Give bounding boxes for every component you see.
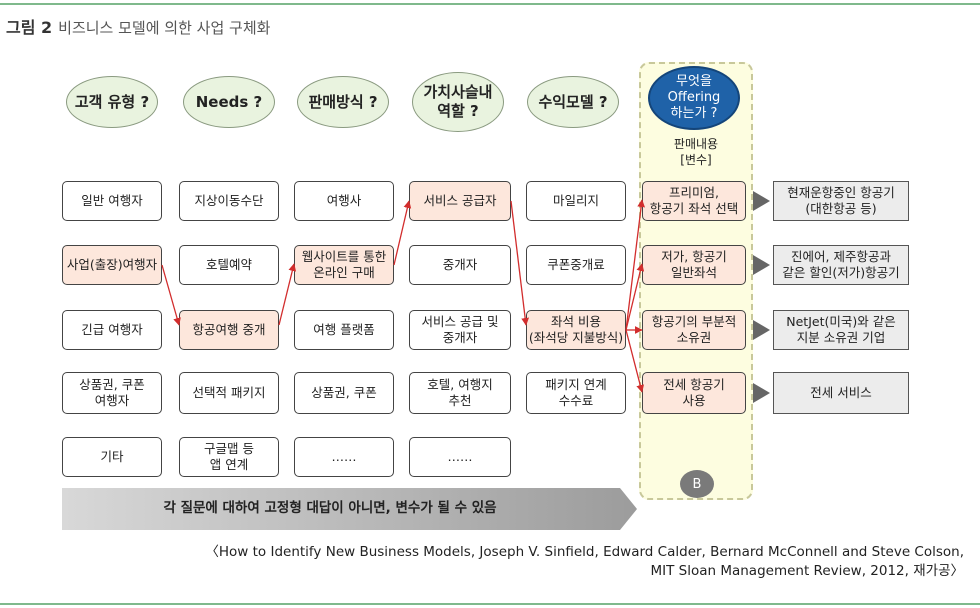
revenue-box: 마일리지: [526, 181, 626, 221]
role-box: 서비스 공급 및 중개자: [409, 310, 511, 350]
header-customer-type: 고객 유형 ?: [66, 76, 158, 128]
needs-box: 항공여행 중개: [179, 310, 279, 350]
role-box: 중개자: [409, 245, 511, 285]
needs-box: 선택적 패키지: [179, 372, 279, 414]
customer-box: 상품권, 쿠폰 여행자: [62, 372, 162, 414]
example-box: NetJet(미국)와 같은 지분 소유권 기업: [773, 310, 909, 350]
header-value-chain-role: 가치사슬내 역할 ?: [412, 72, 504, 132]
role-box: 호텔, 여행지 추천: [409, 372, 511, 414]
header-revenue-model: 수익모델 ?: [527, 76, 619, 128]
source-citation: 〈How to Identify New Business Models, Jo…: [205, 543, 964, 581]
sales-box: 여행사: [294, 181, 394, 221]
revenue-box: 쿠폰중개료: [526, 245, 626, 285]
flow-arrow: [625, 263, 645, 331]
banner-arrow: [62, 488, 637, 530]
flow-arrow: [393, 200, 412, 266]
flow-arrow: [161, 264, 181, 326]
example-pointer: [753, 255, 770, 275]
header-offering: 무엇을 Offering 하는가 ?: [648, 66, 740, 130]
sales-box: 상품권, 쿠폰: [294, 372, 394, 414]
badge-b: B: [680, 470, 714, 498]
example-pointer: [753, 383, 770, 403]
figure-number: 그림 2: [6, 18, 53, 37]
header-sales-method: 판매방식 ?: [297, 76, 389, 128]
header-offering-label: 무엇을 Offering 하는가 ?: [667, 74, 721, 121]
example-pointer: [753, 320, 770, 340]
needs-box: 구글맵 등 앱 연계: [179, 437, 279, 477]
offering-box: 전세 항공기 사용: [642, 372, 746, 414]
figure-title: 그림 2 비즈니스 모델에 의한 사업 구체화: [6, 14, 270, 38]
role-box: ……: [409, 437, 511, 477]
flow-arrow: [625, 199, 646, 331]
flow-arrow: [625, 329, 645, 393]
offering-subtitle: 판매내용 [변수]: [673, 137, 719, 167]
revenue-box: 패키지 연계 수수료: [526, 372, 626, 414]
header-needs: Needs ?: [183, 76, 275, 128]
sales-box: 여행 플랫폼: [294, 310, 394, 350]
needs-box: 호텔예약: [179, 245, 279, 285]
needs-box: 지상이동수단: [179, 181, 279, 221]
source-line-1: 〈How to Identify New Business Models, Jo…: [205, 544, 964, 560]
top-rule: [0, 3, 980, 5]
offering-box: 항공기의 부분적 소유권: [642, 310, 746, 350]
example-pointer: [753, 191, 770, 211]
flow-arrow: [278, 263, 297, 326]
bottom-rule: [0, 603, 980, 605]
header-value-chain-role-label: 가치사슬내 역할 ?: [423, 83, 493, 120]
banner-text: 각 질문에 대하여 고정형 대답이 아니면, 변수가 될 수 있음: [163, 500, 497, 516]
example-box: 전세 서비스: [773, 372, 909, 414]
sales-box: ……: [294, 437, 394, 477]
customer-box: 사업(출장)여행자: [62, 245, 162, 285]
figure-caption: 비즈니스 모델에 의한 사업 구체화: [58, 19, 271, 37]
example-box: 현재운항중인 항공기 (대한항공 등): [773, 181, 909, 221]
flow-arrow: [510, 200, 530, 326]
example-box: 진에어, 제주항공과 같은 할인(저가)항공기: [773, 245, 909, 285]
customer-box: 기타: [62, 437, 162, 477]
customer-box: 긴급 여행자: [62, 310, 162, 350]
role-box: 서비스 공급자: [409, 181, 511, 221]
customer-box: 일반 여행자: [62, 181, 162, 221]
sales-box: 웹사이트를 통한 온라인 구매: [294, 245, 394, 285]
revenue-box: 좌석 비용 (좌석당 지불방식): [526, 310, 626, 350]
source-line-2: MIT Sloan Management Review, 2012, 재가공〉: [650, 563, 964, 579]
